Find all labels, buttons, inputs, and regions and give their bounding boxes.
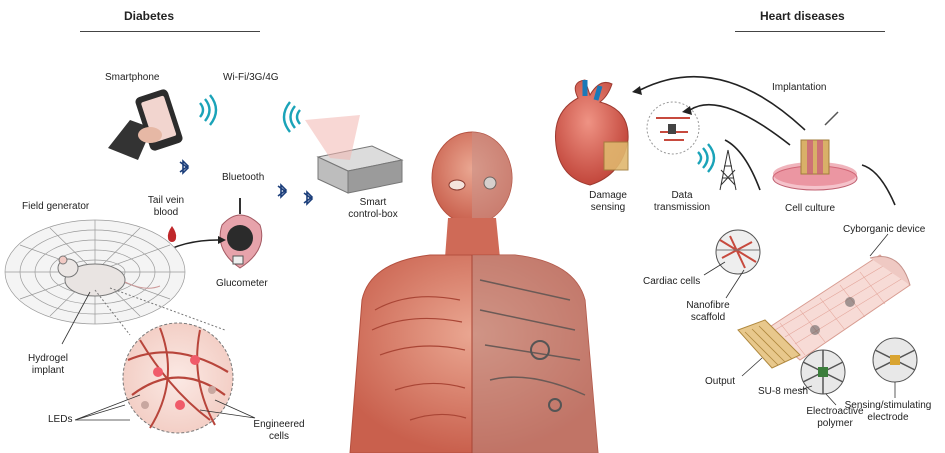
heart-icon [555, 80, 628, 185]
label-hydrogel-line1: Hydrogel [18, 353, 78, 365]
label-implantation: Implantation [772, 82, 826, 94]
label-output: Output [705, 376, 735, 388]
label-smart-box-line2: control-box [338, 209, 408, 221]
label-hydrogel-line2: implant [18, 365, 78, 377]
label-data-transmission: Data transmission [642, 190, 722, 214]
antenna-icon [720, 150, 736, 190]
label-damage-line2: sensing [578, 202, 638, 214]
wifi-icon [200, 95, 216, 125]
control-box-icon [305, 115, 402, 193]
label-nanofibre-line1: Nanofibre [673, 300, 743, 312]
label-data-line2: transmission [642, 202, 722, 214]
label-cardiac-cells: Cardiac cells [643, 276, 700, 288]
label-engineered-line1: Engineered [244, 419, 314, 431]
label-hydrogel: Hydrogel implant [18, 353, 78, 377]
label-tail-vein: Tail vein blood [136, 195, 196, 219]
wifi-icon-box [284, 102, 300, 132]
electrode-zoom [873, 338, 917, 382]
label-nanofibre-line2: scaffold [673, 312, 743, 324]
cardiac-cells-zoom [716, 230, 760, 274]
label-tail-vein-line1: Tail vein [136, 195, 196, 207]
label-smart-box-line1: Smart [338, 197, 408, 209]
label-field-generator: Field generator [22, 201, 89, 213]
label-smartphone: Smartphone [105, 72, 159, 84]
label-bluetooth: Bluetooth [222, 172, 264, 184]
label-cell-culture: Cell culture [785, 203, 835, 215]
glucometer-icon [220, 198, 262, 268]
petri-dish-icon [773, 112, 857, 190]
label-su8-mesh: SU-8 mesh [758, 386, 808, 398]
label-tail-vein-line2: blood [136, 207, 196, 219]
label-data-line1: Data [642, 190, 722, 202]
label-engineered-line2: cells [244, 431, 314, 443]
label-leds: LEDs [48, 414, 72, 426]
wifi-icon-heart [698, 144, 714, 172]
label-smart-box: Smart control-box [338, 197, 408, 221]
blood-drop-icon [168, 226, 176, 242]
label-damage-sensing: Damage sensing [578, 190, 638, 214]
smartphone-icon [108, 88, 184, 160]
label-sensing-electrode: Sensing/stimulating electrode [838, 400, 938, 424]
label-sensing-line1: Sensing/stimulating [838, 400, 938, 412]
label-damage-line1: Damage [578, 190, 638, 202]
label-engineered-cells: Engineered cells [244, 419, 314, 443]
label-wifi: Wi-Fi/3G/4G [223, 72, 279, 84]
label-sensing-line2: electrode [838, 412, 938, 424]
label-glucometer: Glucometer [216, 278, 268, 290]
label-nanofibre: Nanofibre scaffold [673, 300, 743, 324]
label-cyborganic: Cyborganic device [843, 224, 925, 236]
hydrogel-zoom [123, 323, 233, 433]
